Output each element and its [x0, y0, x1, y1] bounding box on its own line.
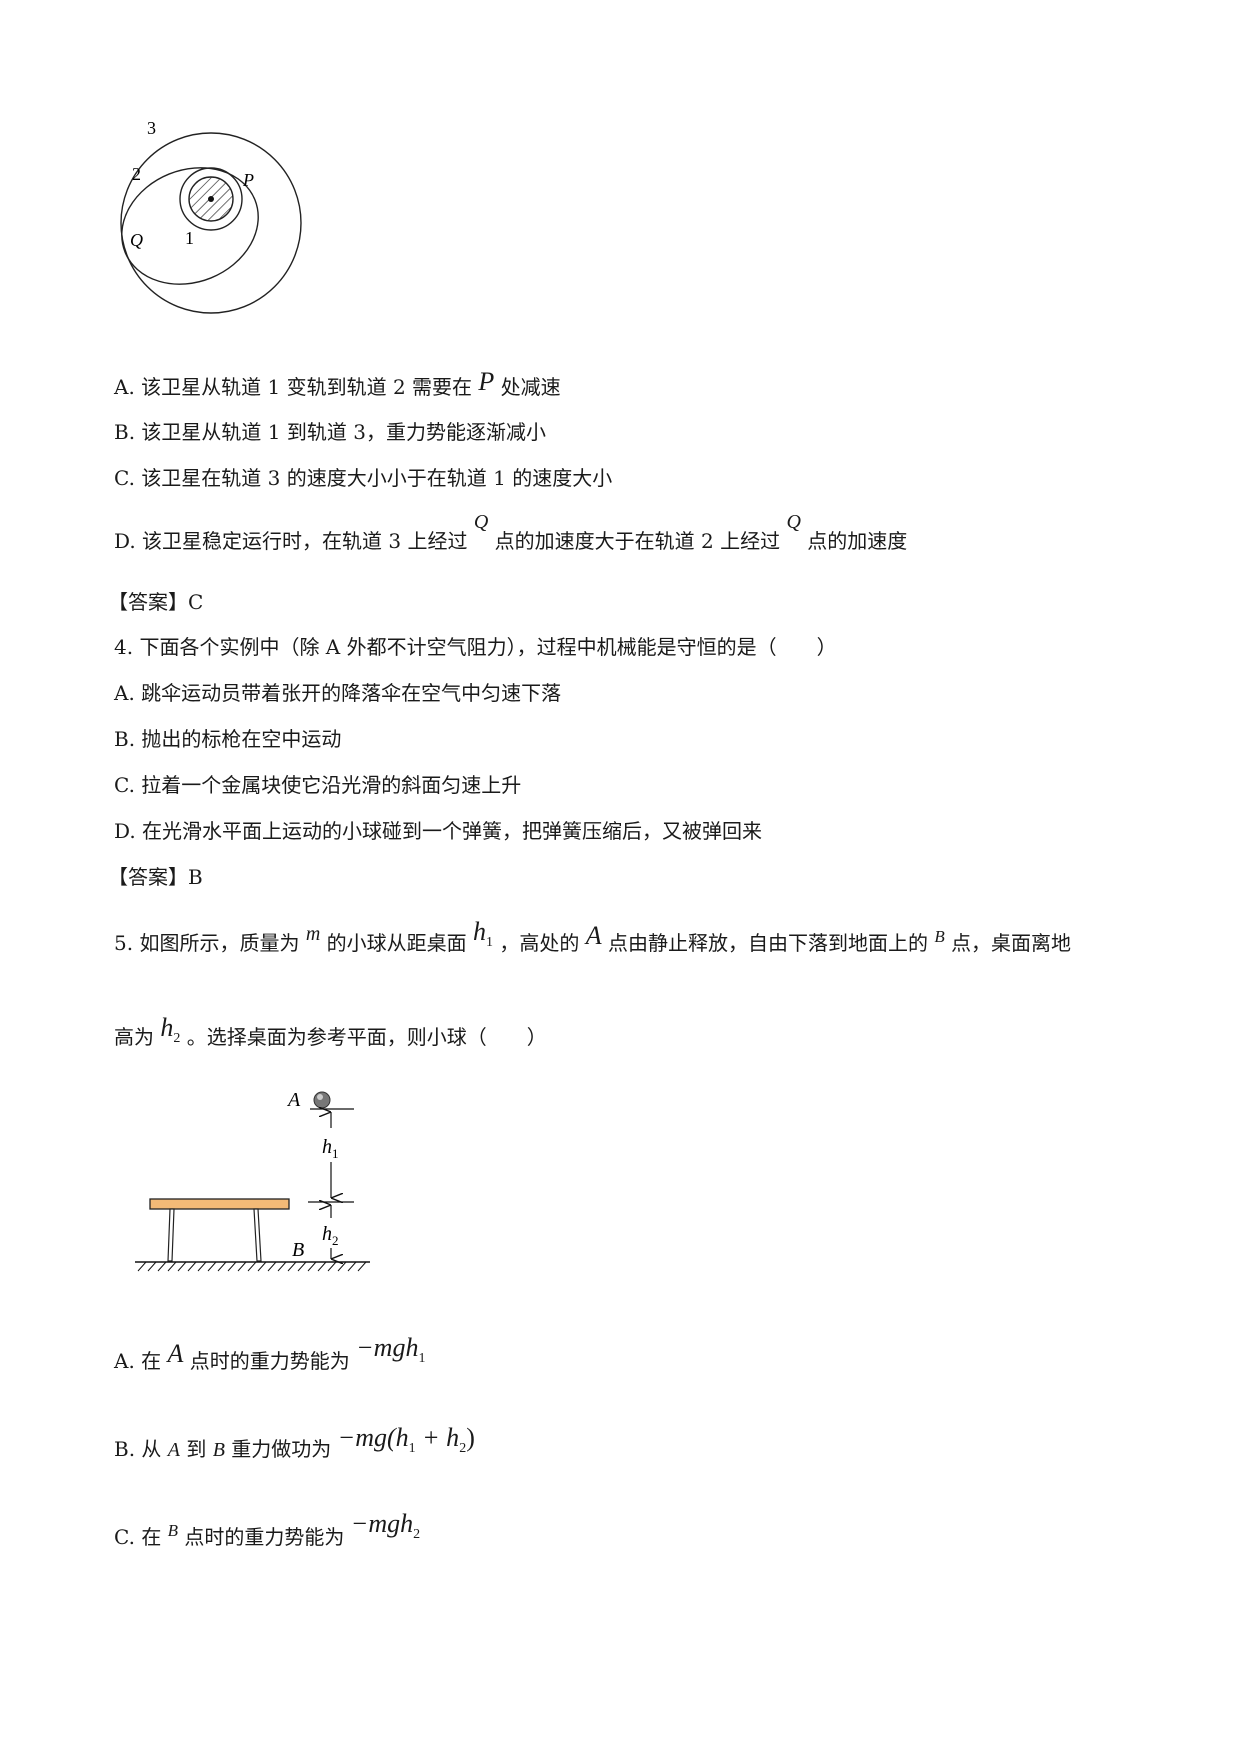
q3-answer: 【答案】C	[108, 590, 204, 614]
q5-option-a: A. 在 A 点时的重力势能为 −mgh1	[114, 1333, 426, 1374]
q5-option-b: B. 从 A 到 B 重力做功为 −mg(h1 + h2)	[114, 1423, 475, 1462]
orbit-diagram: 3 2 1 P Q	[120, 120, 302, 314]
q4-option-b: B. 抛出的标枪在空中运动	[114, 727, 342, 751]
label-orbit-1: 1	[185, 228, 194, 248]
ball	[313, 1091, 331, 1109]
table-top	[149, 1198, 290, 1210]
q3-option-d: D. 该卫星稳定运行时，在轨道 3 上经过 Q 点的加速度大于在轨道 2 上经过…	[114, 511, 908, 553]
q4-option-a: A. 跳伞运动员带着张开的降落伞在空气中匀速下落	[114, 681, 562, 705]
orbit-1	[179, 167, 243, 231]
orbit-2	[121, 167, 259, 285]
label-point-q: Q	[130, 230, 143, 250]
q3-option-b: B. 该卫星从轨道 1 到轨道 3，重力势能逐渐减小	[114, 420, 546, 444]
label-b: B	[292, 1239, 304, 1261]
q5-option-c: C. 在 B 点时的重力势能为 −mgh2	[114, 1509, 421, 1550]
label-orbit-2: 2	[132, 164, 141, 184]
q3-option-c: C. 该卫星在轨道 3 的速度大小小于在轨道 1 的速度大小	[114, 466, 613, 490]
q4-answer: 【答案】B	[108, 865, 203, 889]
q4-option-d: D. 在光滑水平面上运动的小球碰到一个弹簧，把弹簧压缩后，又被弹回来	[114, 819, 763, 843]
q4-option-c: C. 拉着一个金属块使它沿光滑的斜面匀速上升	[114, 773, 522, 797]
table-fall-diagram: A h1 h2 B	[135, 1089, 370, 1272]
label-h2: h2	[322, 1223, 339, 1248]
label-point-p: P	[242, 170, 254, 190]
label-h1: h1	[322, 1136, 339, 1161]
q4-stem: 4. 下面各个实例中（除 A 外都不计空气阻力），过程中机械能是守恒的是（ ）	[114, 635, 837, 659]
q5-stem-line-2: 高为 h2 。选择桌面为参考平面，则小球（ ）	[114, 1013, 547, 1050]
q5-stem-line-1: 5. 如图所示，质量为 m 的小球从距桌面 h1 ，高处的 A 点由静止释放，自…	[114, 917, 1072, 956]
label-orbit-3: 3	[147, 120, 156, 138]
label-a: A	[286, 1089, 301, 1111]
orbit-3	[120, 132, 302, 314]
q3-option-a: A. 该卫星从轨道 1 变轨到轨道 2 需要在 P 处减速	[114, 367, 561, 400]
